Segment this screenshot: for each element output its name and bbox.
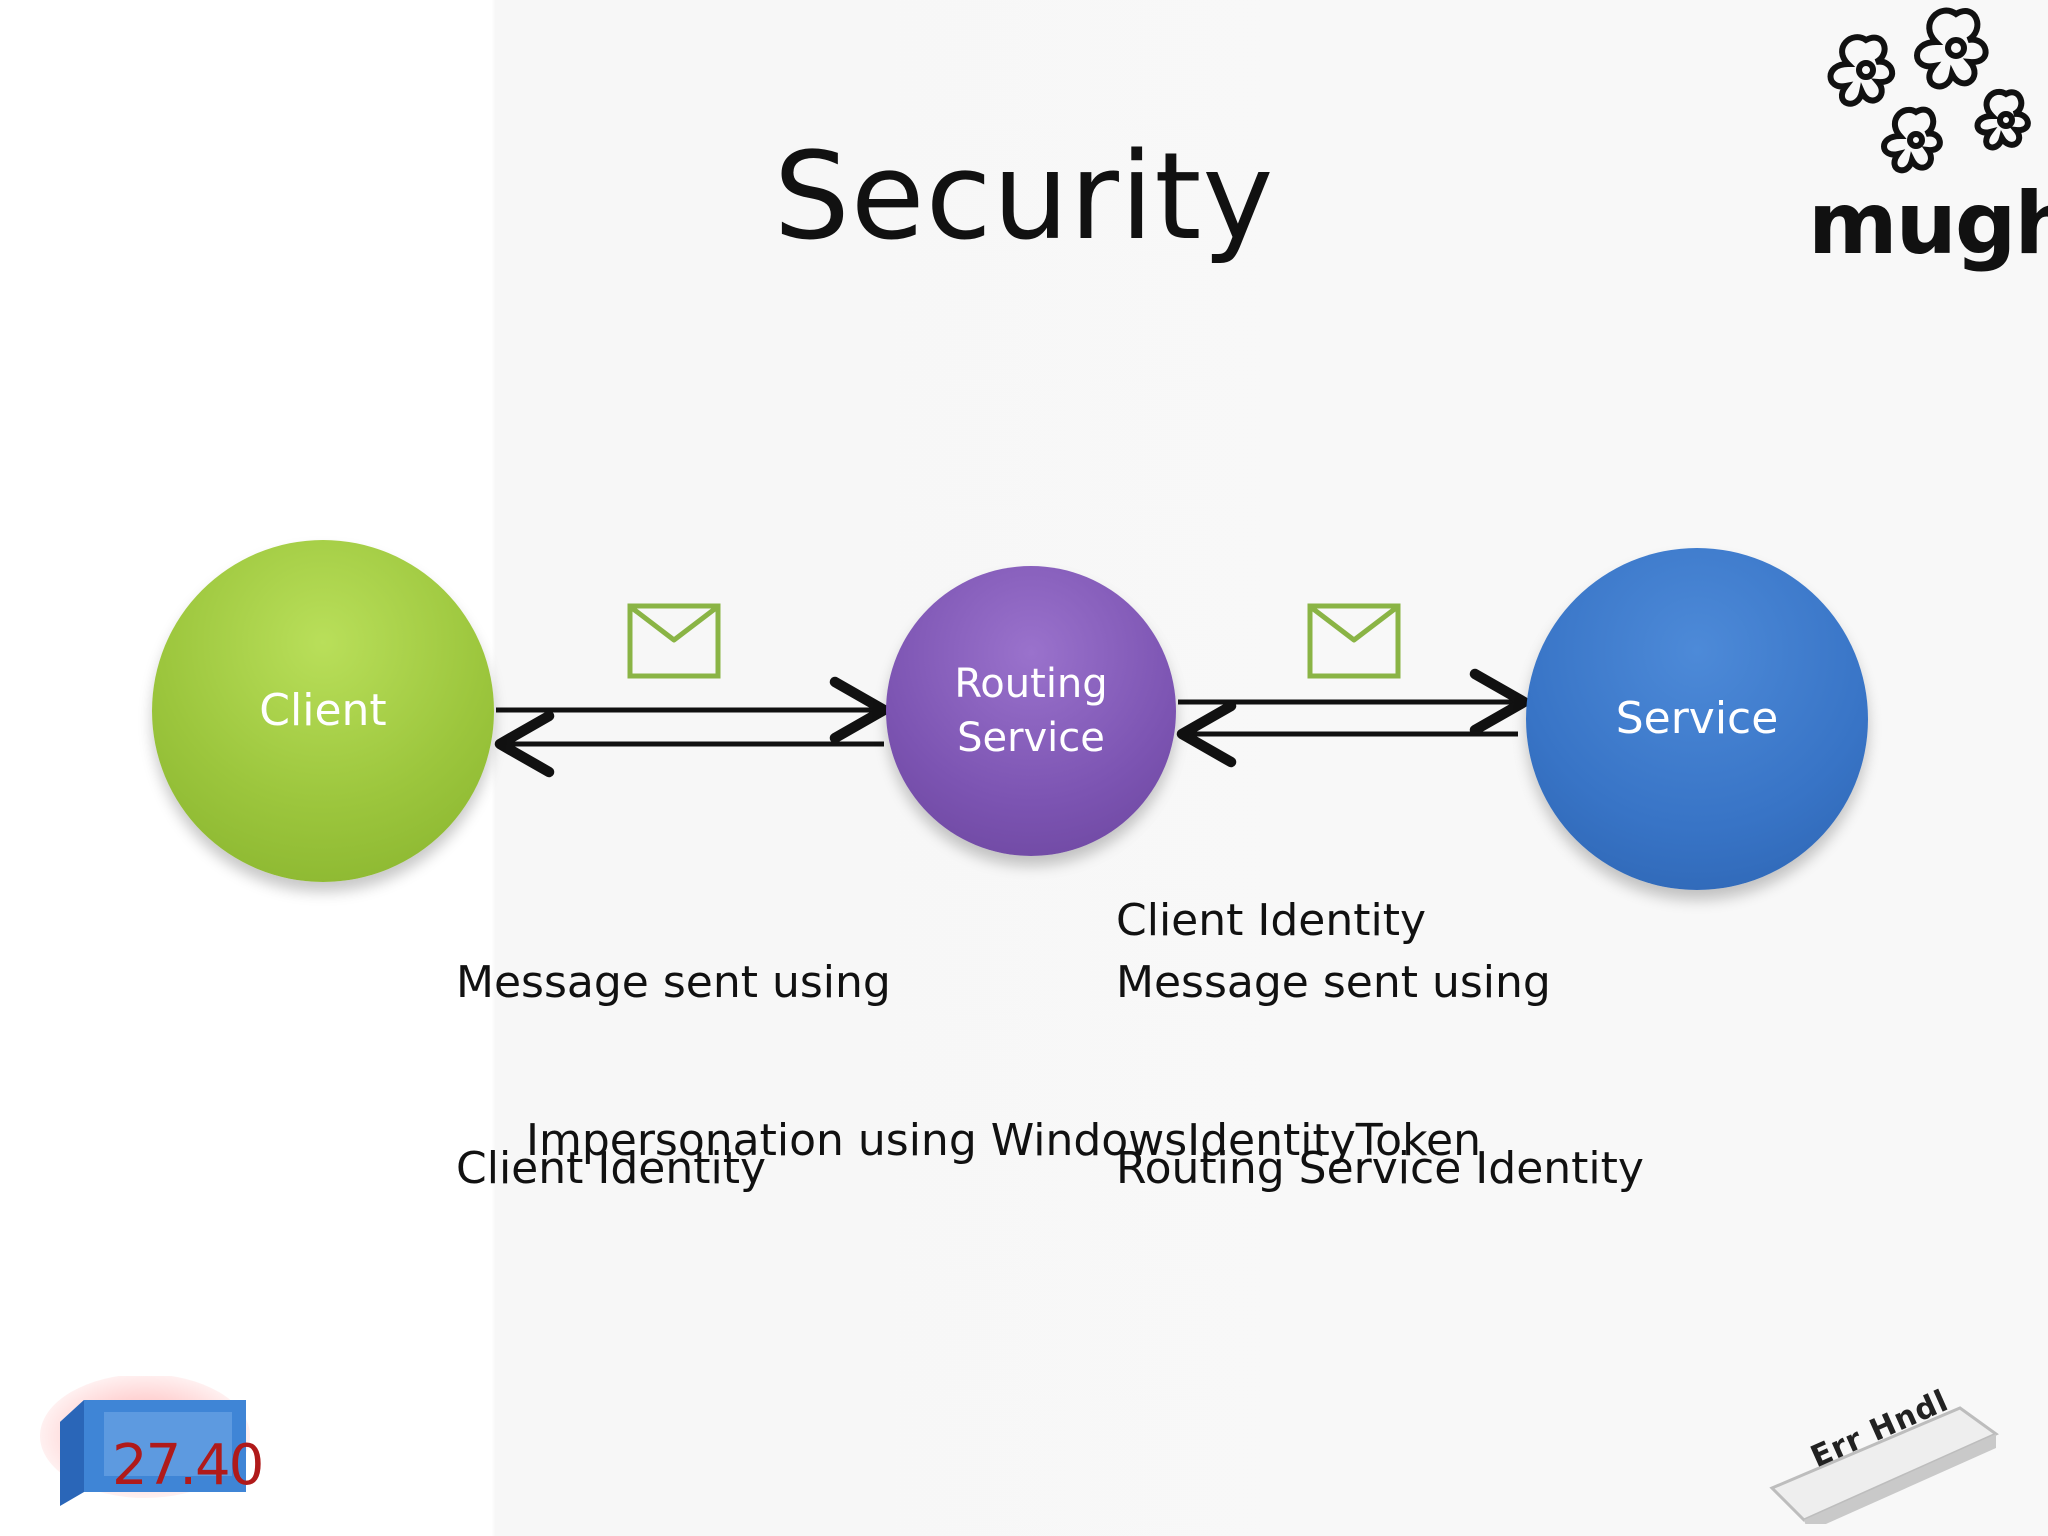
node-service: Service (1526, 548, 1868, 890)
logo-wordmark: mugh (1808, 174, 2048, 274)
node-routing-service: Routing Service (886, 566, 1176, 856)
mugh-logo-flowers-icon (1827, 7, 2031, 174)
caption-right-line2-a: Client Identity (1116, 895, 1426, 946)
slide-title: Security (773, 128, 1275, 267)
impersonation-note: Impersonation using WindowsIdentityToken (526, 1115, 1481, 1166)
caption-left-line1: Message sent using (456, 957, 891, 1008)
node-service-label: Service (1615, 693, 1779, 744)
node-routing-label-line1: Routing (954, 661, 1108, 707)
caption-client-message: Message sent using Client Identity (456, 828, 891, 1262)
caption-right-line1: Message sent using (1116, 957, 1551, 1008)
node-routing-label-line2: Service (957, 715, 1105, 761)
timer-readout: 27.40 (112, 1433, 264, 1498)
timer-box-icon (40, 1376, 250, 1506)
err-hndl-badge-icon (1769, 1406, 1999, 1524)
caption-routing-message: Message sent using Routing Service Ident… (1116, 828, 1644, 1324)
caption-left-line2: Client Identity (456, 1143, 766, 1194)
envelope-icon (627, 603, 721, 679)
node-client-label: Client (259, 685, 387, 736)
node-client: Client (152, 540, 494, 882)
caption-right-line2-b: Routing Service Identity (1116, 1143, 1644, 1194)
envelope-icon (1307, 603, 1401, 679)
